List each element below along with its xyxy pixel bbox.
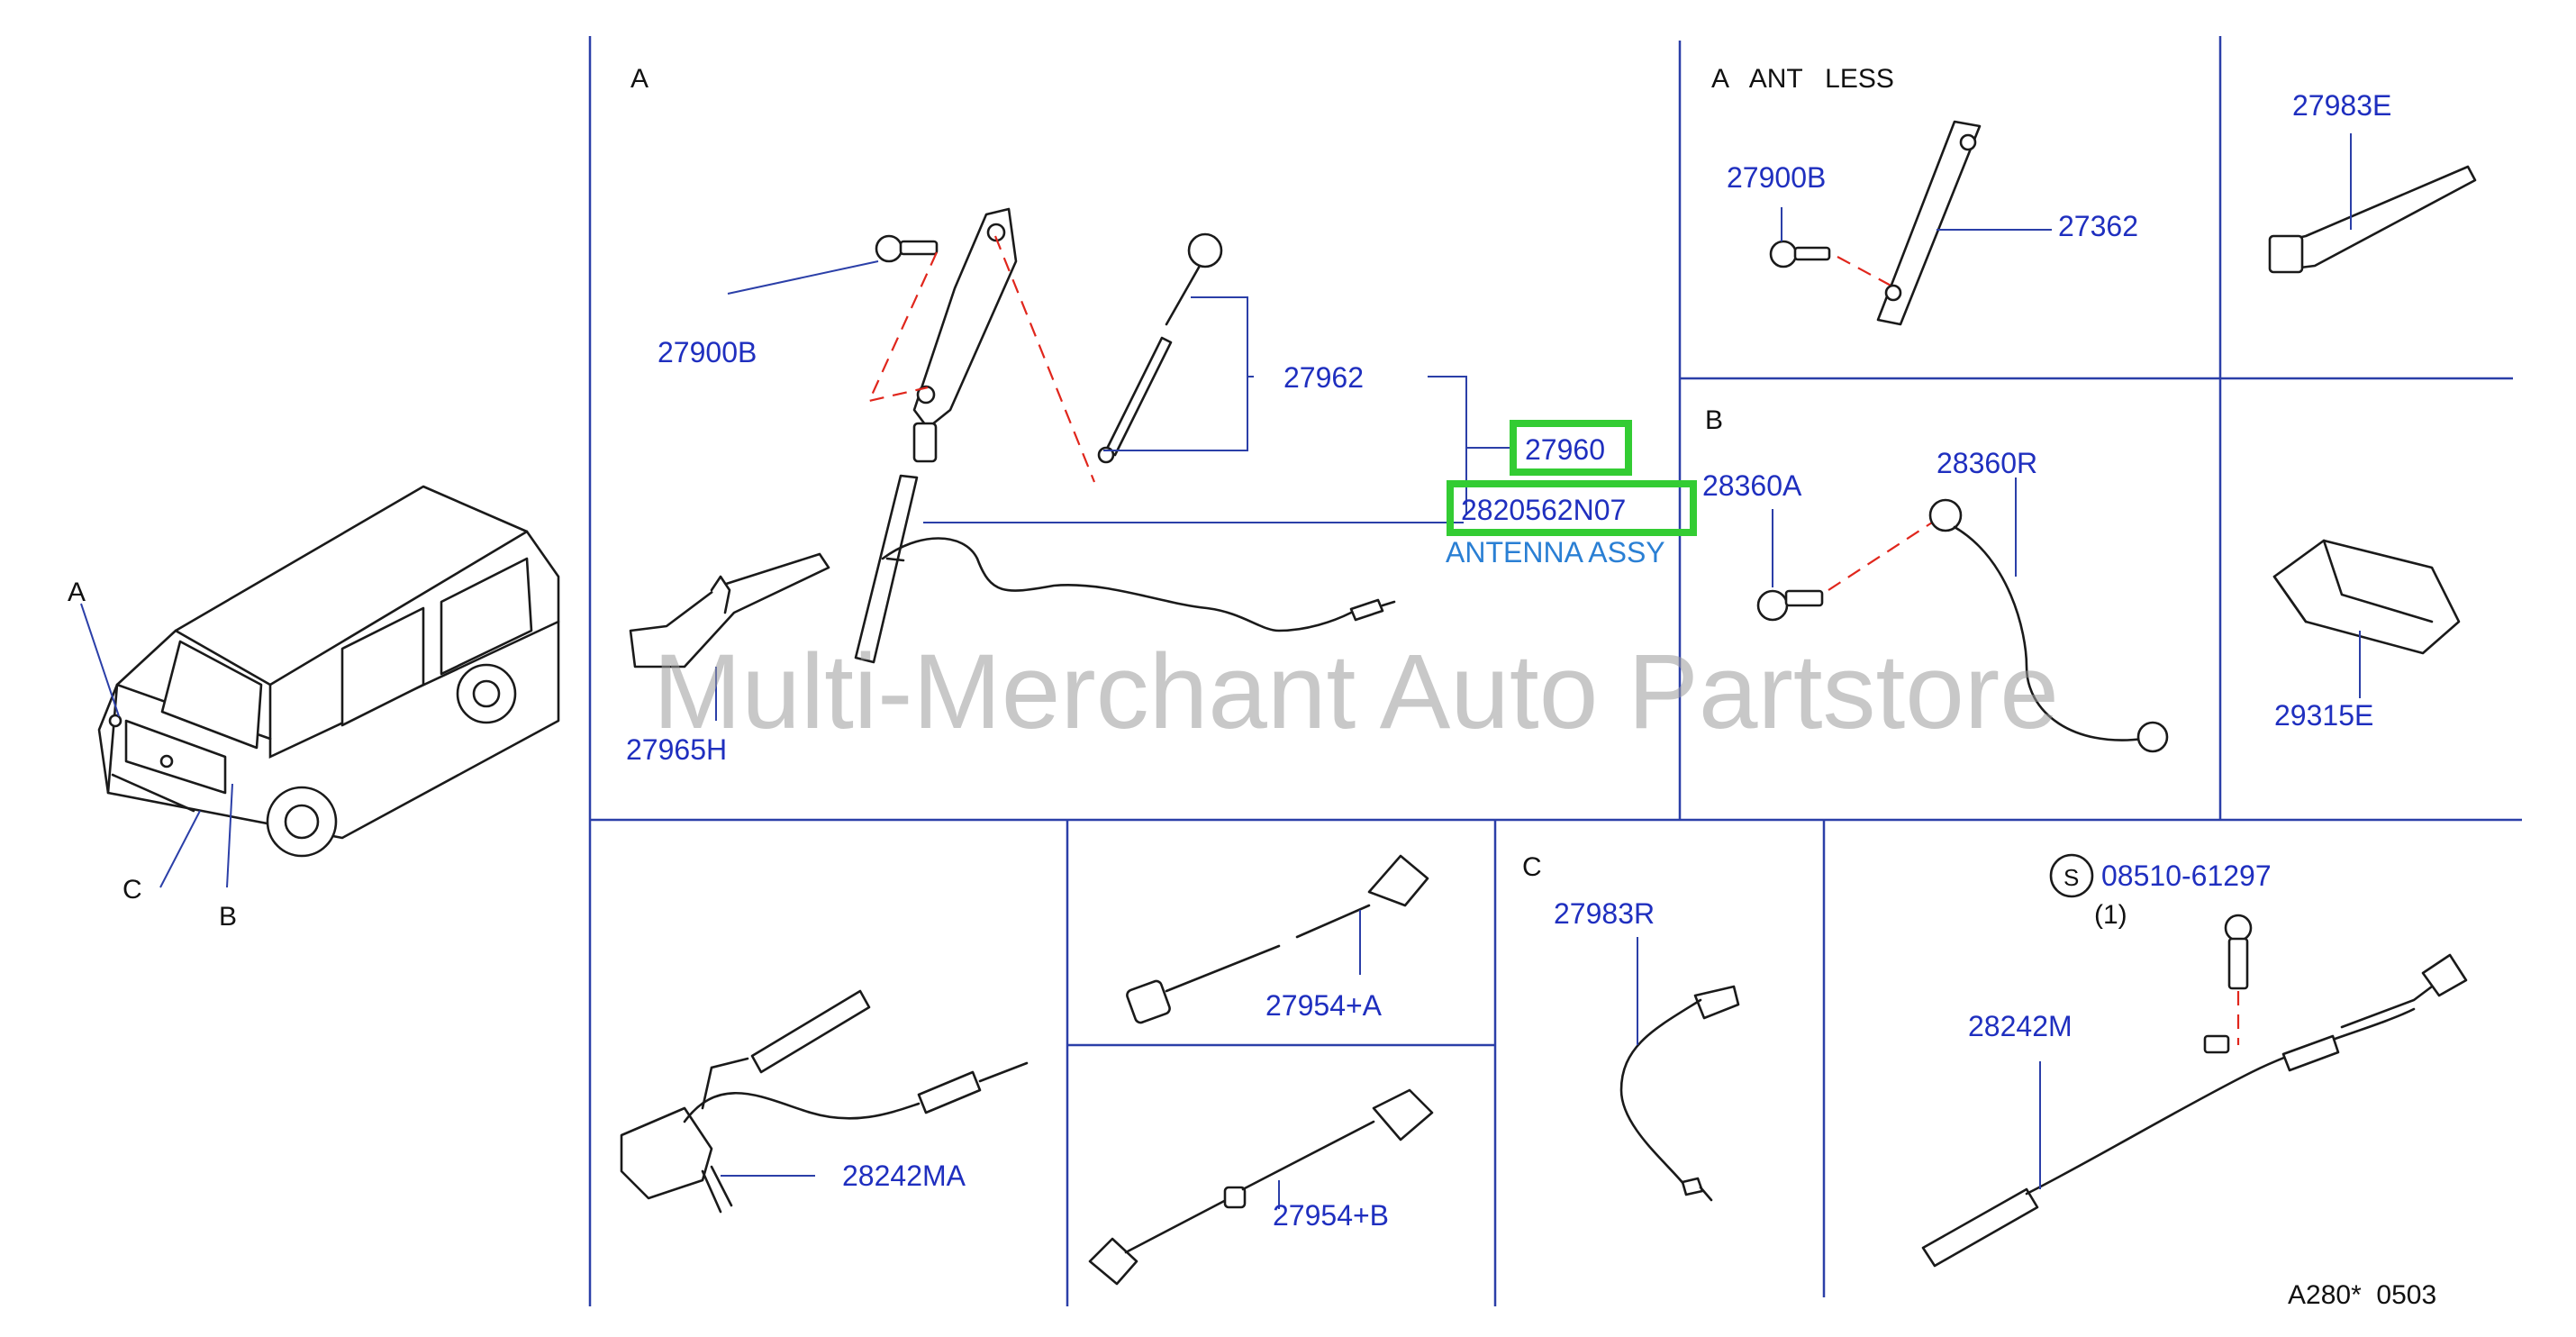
ant-less-drawing <box>1769 120 2052 326</box>
vehicle-callout-c: C <box>122 875 142 905</box>
clip-29315e-drawing <box>2272 539 2461 698</box>
highlight-box-27960 <box>1510 420 1632 476</box>
part-label-27962: 27962 <box>1283 361 1364 394</box>
part-label-27965h: 27965H <box>626 733 727 766</box>
s-circle-icon <box>2049 853 2094 898</box>
part-label-28360a: 28360A <box>1702 469 1802 502</box>
grid-frame <box>588 36 2522 1306</box>
vehicle-callout-b: B <box>219 902 237 932</box>
part-label-28242m: 28242M <box>1968 1010 2073 1042</box>
wire-27983r-drawing <box>1619 937 1740 1202</box>
part-label-29315e: 29315E <box>2274 699 2373 732</box>
s-symbol-label: S <box>2064 864 2079 891</box>
antenna-assembly-drawing <box>629 207 1513 721</box>
watermark-text: Multi-Merchant Auto Partstore <box>653 632 2059 751</box>
cable-tie-27983e-drawing <box>2268 133 2477 274</box>
highlight-box-2820562n07 <box>1447 480 1697 536</box>
harness-28242m-drawing <box>1921 853 2468 1268</box>
part-label-27900b: 27900B <box>658 336 757 368</box>
part-label-antenna-assy: ANTENNA ASSY <box>1446 536 1665 568</box>
harness-28242ma-drawing <box>620 989 1029 1214</box>
part-label-27362: 27362 <box>2058 210 2138 242</box>
part-label-28242ma: 28242MA <box>842 1160 966 1192</box>
section-label-a: A <box>630 64 649 94</box>
part-label-27983e: 27983E <box>2292 89 2391 122</box>
cable-27954b-drawing <box>1088 1088 1434 1286</box>
vehicle-callout-a: A <box>68 578 86 607</box>
quantity-label: (1) <box>2094 900 2127 930</box>
section-label-b: B <box>1705 405 1723 435</box>
part-label-27960: 27960 <box>1525 433 1605 466</box>
van-illustration <box>80 485 560 888</box>
part-label-08510-61297: 08510-61297 <box>2101 860 2272 892</box>
ground-strap-drawing <box>1756 478 2169 753</box>
part-label-27954b: 27954+B <box>1273 1199 1389 1232</box>
footer-code: A280* 0503 <box>2288 1280 2436 1310</box>
section-label-c: C <box>1522 852 1542 882</box>
part-label-27900b-ant-less: 27900B <box>1727 161 1826 194</box>
part-label-2820562n07: 2820562N07 <box>1461 494 1626 526</box>
part-label-28360r: 28360R <box>1937 447 2037 479</box>
section-label-a-ant-less: A ANT LESS <box>1711 64 1894 94</box>
cable-27954a-drawing <box>1126 854 1429 1024</box>
part-label-27983r: 27983R <box>1554 897 1655 930</box>
part-label-27954a: 27954+A <box>1265 989 1383 1022</box>
